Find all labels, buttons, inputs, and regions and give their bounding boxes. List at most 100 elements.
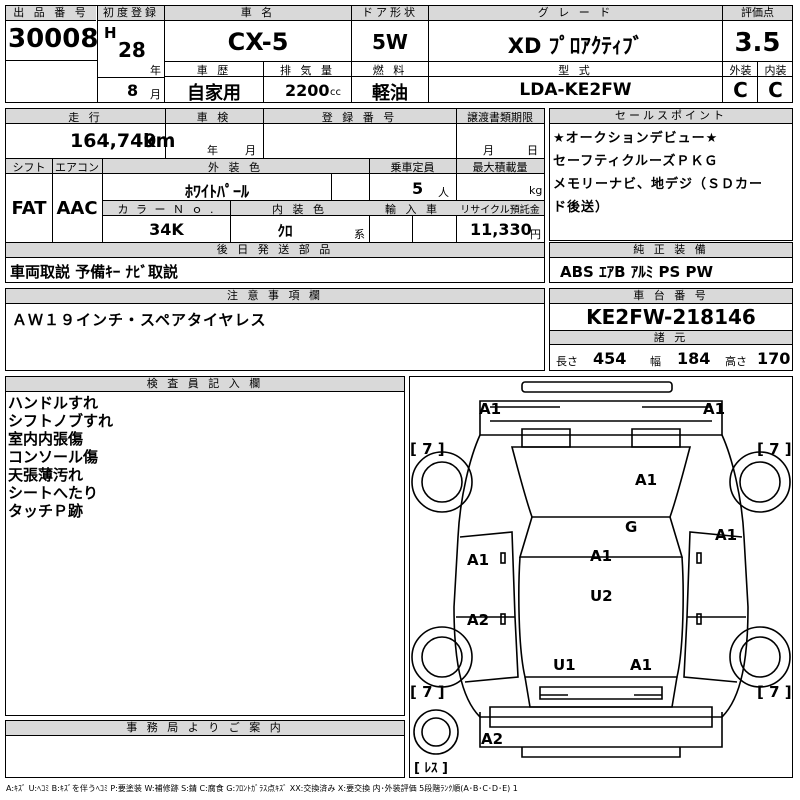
length: 454 (593, 349, 627, 368)
interior-label: 内装 (764, 64, 787, 77)
car-name-label: 車 名 (165, 6, 351, 21)
grade: XD ﾌﾟﾛｱｸﾃｨﾌﾞ (507, 34, 644, 58)
office-section (5, 720, 405, 778)
capacity: 5 (412, 179, 424, 198)
model-code: LDA-KE2FW (519, 80, 632, 100)
displacement-label: 排 気 量 (280, 64, 335, 77)
dims-label: 諸 元 (550, 330, 792, 345)
fuel: 軽油 (372, 83, 408, 104)
damage-mark-windshield: G (625, 518, 638, 536)
damage-mark-roof-rear: U2 (590, 587, 613, 605)
height-label: 高さ (725, 355, 747, 368)
displacement-unit: cc (330, 87, 341, 98)
damage-mark-front-right: A1 (703, 400, 726, 418)
plate-label: 登 録 番 号 (321, 111, 398, 124)
inspector-line: シフトノブすれ (8, 412, 114, 430)
chassis-label: 車 台 番 号 (550, 289, 792, 304)
load-label: 最大積載量 (472, 161, 528, 174)
notes-value: ＡＷ１９インチ・スペアタイヤレス (12, 311, 267, 329)
sales-line: ★オークションデビュー★ (553, 131, 719, 146)
recycle-label: リサイクル預託金 (460, 205, 540, 216)
tire-depth-fl: [ 7 ] (410, 440, 445, 458)
history: 自家用 (187, 83, 241, 104)
inspector-line: ハンドルすれ (8, 394, 99, 412)
recycle-unit: 円 (530, 228, 541, 241)
inspector-line: コンソール傷 (8, 448, 99, 466)
transfer-day-unit: 日 (527, 144, 538, 157)
width-label: 幅 (650, 355, 661, 368)
history-label: 車 歴 (196, 64, 232, 77)
doors: 5W (372, 30, 408, 54)
interior-grade: C (768, 78, 783, 102)
sales-points-label: セールスポイント (550, 109, 792, 124)
interior-color: ｸﾛ (277, 222, 293, 240)
ac-label: エアコン (55, 161, 99, 174)
score: 3.5 (734, 28, 781, 58)
first-reg-label: 初度登録 (98, 6, 164, 21)
notes-section (5, 288, 545, 371)
mileage-unit: km (143, 130, 176, 152)
damage-mark-roof: A1 (590, 547, 613, 565)
specs-section (5, 108, 545, 283)
mileage: 164,749 (70, 130, 157, 152)
color-label: 外 装 色 (208, 161, 263, 174)
lot-label: 出 品 番 号 (6, 6, 96, 21)
int-color-unit: 系 (354, 228, 365, 241)
month-unit: 月 (150, 88, 161, 101)
damage-mark-door-rear-left: A2 (467, 611, 490, 629)
chassis-number: KE2FW-218146 (586, 305, 756, 329)
grade-label: グ レ ー ド (429, 6, 722, 21)
inspection-year-unit: 年 (207, 144, 218, 157)
int-color-label: 内 装 色 (272, 203, 327, 216)
load-unit: kg (529, 184, 543, 197)
header-section (5, 5, 793, 103)
damage-mark-rear-left: U1 (553, 656, 576, 674)
length-label: 長さ (556, 355, 578, 368)
tire-depth-rr: [ 7 ] (757, 683, 792, 701)
year-unit: 年 (150, 64, 161, 77)
office-label: 事 務 局 よ り ご 案 内 (6, 721, 404, 736)
damage-mark-rear-right: A1 (630, 656, 653, 674)
capacity-unit: 人 (438, 186, 449, 199)
equipment-value: ABS ｴｱB ｱﾙﾐ PS PW (560, 263, 714, 281)
shift-label: シフト (12, 161, 46, 174)
inspection-label: 車 検 (196, 111, 232, 124)
inspector-section (5, 376, 405, 716)
inspector-line: シートへたり (8, 484, 99, 502)
width: 184 (677, 349, 711, 368)
color-no-label: カ ラ ー Ｎ ｏ . (117, 203, 216, 216)
transfer-month-unit: 月 (483, 144, 494, 157)
doors-label: ドア形状 (352, 6, 428, 21)
delivery-items: 車両取説 予備ｷｰ ﾅﾋﾞ取説 (10, 263, 178, 281)
tire-depth-fr: [ 7 ] (757, 440, 792, 458)
shift: FAT (11, 198, 47, 219)
tire-depth-rl: [ 7 ] (410, 683, 445, 701)
exterior-color: ﾎﾜｲﾄﾊﾟｰﾙ (184, 182, 249, 201)
exterior-label: 外装 (729, 64, 752, 77)
inspection-month-unit: 月 (245, 144, 256, 157)
delivery-label: 後 日 発 送 部 品 (6, 243, 544, 258)
exterior-grade: C (733, 78, 748, 102)
displacement: 2200 (285, 81, 330, 100)
transfer-label: 譲渡書類期限 (467, 111, 533, 124)
ac: AAC (56, 198, 98, 219)
fuel-label: 燃 料 (372, 64, 408, 77)
chassis-section (549, 288, 793, 371)
damage-mark-front-left: A1 (479, 400, 502, 418)
notes-label: 注 意 事 項 欄 (6, 289, 544, 304)
sales-line: セーフティクルーズＰＫＧ (553, 154, 719, 169)
equipment-label: 純 正 装 備 (550, 243, 792, 258)
damage-mark-fender-right: A1 (715, 526, 738, 544)
inspector-line: タッチＰ跡 (8, 502, 84, 520)
damage-diagram (409, 376, 793, 778)
lot-number: 30008 (8, 24, 99, 54)
inspector-line: 天張薄汚れ (8, 466, 84, 484)
sales-line: ド後送） (553, 200, 610, 215)
model-label: 型 式 (558, 64, 593, 77)
sales-line: メモリーナビ、地デジ（ＳＤカー (553, 177, 764, 192)
height: 170 (757, 349, 791, 368)
inspector-line: 室内内張傷 (8, 430, 84, 448)
era: H (104, 24, 117, 42)
recycle-fee: 11,330 (470, 220, 532, 239)
capacity-label: 乗車定員 (390, 161, 435, 174)
